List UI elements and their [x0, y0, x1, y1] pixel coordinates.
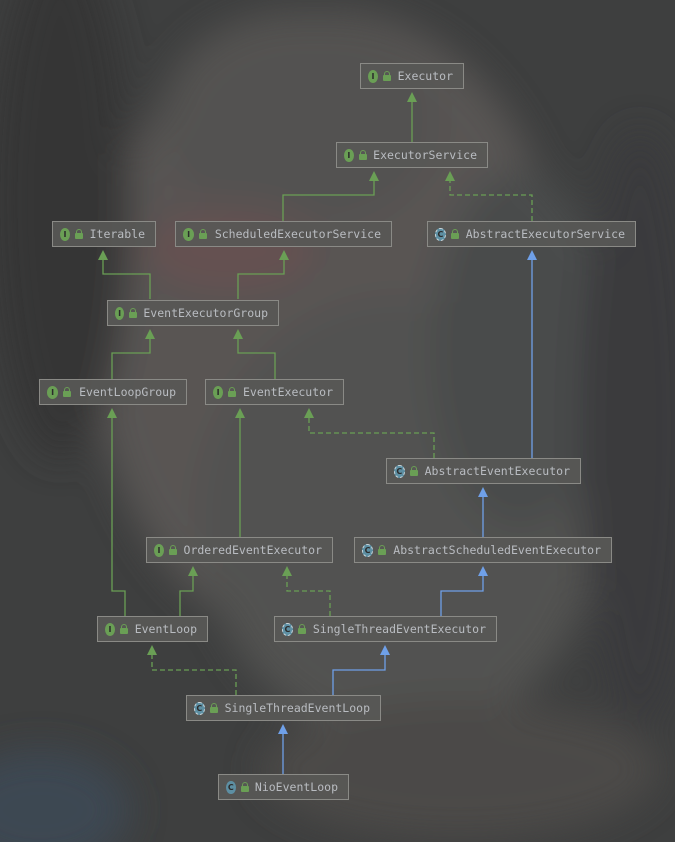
- interface-icon: I: [368, 69, 378, 83]
- interface-icon: I: [344, 148, 354, 162]
- edge-eventexecutorgroup-iterable: [102, 257, 151, 299]
- abstract-class-icon: C: [282, 622, 293, 636]
- node-label: ExecutorService: [373, 148, 477, 162]
- node-iterable[interactable]: I Iterable: [52, 221, 156, 247]
- node-abstract-scheduled-event-executor[interactable]: C AbstractScheduledEventExecutor: [354, 537, 612, 563]
- interface-icon: I: [60, 227, 70, 241]
- lock-icon: [240, 782, 250, 792]
- edge-abstracteventexecutor-eventexecutor: [308, 415, 435, 458]
- node-label: ScheduledExecutorService: [214, 227, 381, 241]
- lock-icon: [128, 308, 138, 318]
- node-label: Executor: [397, 69, 453, 83]
- node-label: EventExecutorGroup: [143, 306, 268, 320]
- node-event-executor-group[interactable]: I EventExecutorGroup: [107, 300, 279, 326]
- lock-icon: [450, 229, 459, 239]
- lock-icon: [409, 466, 418, 476]
- interface-icon: I: [183, 227, 195, 241]
- edge-singlethreadeventloop-eventloop: [151, 652, 237, 695]
- node-nio-event-loop[interactable]: C NioEventLoop: [218, 774, 349, 800]
- node-label: AbstractScheduledEventExecutor: [393, 543, 601, 557]
- edge-singlethreadeventexecutor-ordered: [286, 573, 331, 616]
- node-label: SingleThreadEventExecutor: [312, 622, 486, 636]
- arrowhead: [445, 171, 455, 181]
- arrowhead: [478, 487, 488, 497]
- edge-eventexecutorgroup-scheduled: [237, 257, 285, 299]
- arrowhead: [145, 329, 155, 339]
- edge-singlethreadeventloop-singlethreadeventexecutor: [332, 652, 386, 695]
- edge-eventloop-orderedeventexecutor: [179, 573, 194, 616]
- arrowhead: [233, 329, 243, 339]
- arrowhead: [235, 408, 245, 418]
- abstract-class-icon: C: [435, 227, 446, 241]
- edge-abstractexecutorservice-executorservice: [449, 178, 533, 221]
- node-event-loop-group[interactable]: I EventLoopGroup: [39, 379, 187, 405]
- lock-icon: [168, 545, 177, 555]
- node-event-loop[interactable]: I EventLoop: [97, 616, 208, 642]
- node-label: AbstractEventExecutor: [424, 464, 570, 478]
- lock-icon: [382, 71, 391, 81]
- node-label: AbstractExecutorService: [465, 227, 625, 241]
- lock-icon: [297, 624, 306, 634]
- arrowhead: [478, 566, 488, 576]
- edge-singlethreadeventexecutor-abstractscheduled: [440, 573, 484, 616]
- node-single-thread-event-executor[interactable]: C SingleThreadEventExecutor: [274, 616, 497, 642]
- edge-eventloop-eventloopgroup: [111, 415, 126, 616]
- node-label: EventLoopGroup: [79, 385, 176, 399]
- lock-icon: [62, 387, 72, 397]
- arrowhead: [369, 171, 379, 181]
- arrowhead: [188, 566, 198, 576]
- arrowhead: [380, 645, 390, 655]
- node-single-thread-event-loop[interactable]: C SingleThreadEventLoop: [186, 695, 381, 721]
- arrowhead: [304, 408, 314, 418]
- node-event-executor[interactable]: I EventExecutor: [205, 379, 344, 405]
- node-abstract-executor-service[interactable]: C AbstractExecutorService: [427, 221, 636, 247]
- node-abstract-event-executor[interactable]: C AbstractEventExecutor: [386, 458, 581, 484]
- arrowhead: [98, 250, 108, 260]
- interface-icon: I: [115, 306, 125, 320]
- interface-icon: I: [213, 385, 224, 399]
- node-label: OrderedEventExecutor: [183, 543, 322, 557]
- arrowhead: [278, 724, 288, 734]
- lock-icon: [198, 229, 207, 239]
- arrowhead: [107, 408, 117, 418]
- node-label: Iterable: [89, 227, 145, 241]
- node-label: NioEventLoop: [254, 780, 338, 794]
- lock-icon: [377, 545, 387, 555]
- abstract-class-icon: C: [194, 701, 205, 715]
- edge-eventloopgroup-eventexecutorgroup: [111, 336, 151, 379]
- interface-icon: I: [47, 385, 59, 399]
- lock-icon: [74, 229, 83, 239]
- arrowhead: [279, 250, 289, 260]
- lock-icon: [227, 387, 236, 397]
- arrowhead: [147, 645, 157, 655]
- abstract-class-icon: C: [362, 543, 374, 557]
- node-scheduled-executor-service[interactable]: I ScheduledExecutorService: [175, 221, 392, 247]
- interface-icon: I: [154, 543, 164, 557]
- lock-icon: [209, 703, 218, 713]
- node-ordered-event-executor[interactable]: I OrderedEventExecutor: [146, 537, 333, 563]
- arrowhead: [407, 92, 417, 102]
- arrowhead: [527, 250, 537, 260]
- abstract-class-icon: C: [394, 464, 405, 478]
- node-executor-service[interactable]: I ExecutorService: [336, 142, 488, 168]
- arrowhead: [282, 566, 292, 576]
- edge-eventexecutor-eventexecutorgroup: [237, 336, 276, 379]
- node-executor[interactable]: I Executor: [360, 63, 464, 89]
- node-label: SingleThreadEventLoop: [224, 701, 370, 715]
- lock-icon: [358, 150, 368, 160]
- node-label: EventExecutor: [242, 385, 333, 399]
- class-icon: C: [226, 780, 236, 794]
- node-label: EventLoop: [134, 622, 197, 636]
- edge-scheduled-executorservice: [282, 178, 375, 221]
- interface-icon: I: [105, 622, 115, 636]
- lock-icon: [119, 624, 128, 634]
